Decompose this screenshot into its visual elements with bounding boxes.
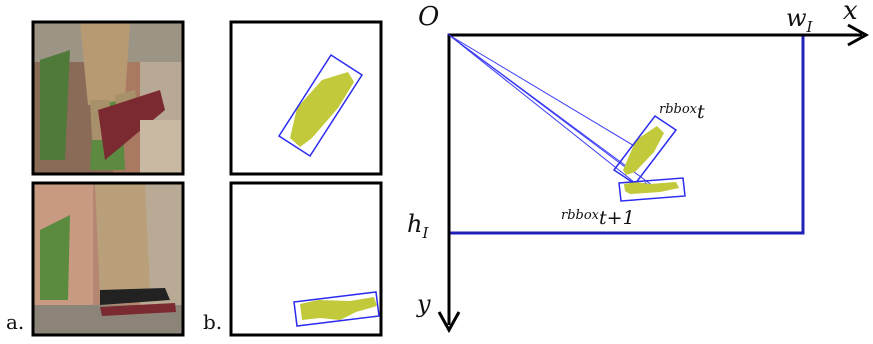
y-axis-arrow-icon [437,311,461,334]
panel-label-b: b. [203,310,223,334]
video-frame-top-border [31,20,185,176]
rbbox-t-outline [612,114,678,186]
video-frame-top [33,22,183,174]
mask-box-bottom [293,291,380,327]
panel-label-a: a. [6,310,25,334]
y-axis-label: y [417,290,431,318]
height-label: hI [407,210,429,242]
video-frame-bottom [33,183,183,335]
origin-label: O [418,2,440,32]
object-mask-t1 [624,182,679,194]
x-axis-label: x [843,0,858,26]
video-frame-bottom-border [31,181,185,337]
mask-box-top [277,53,364,158]
x-axis-arrow-icon [847,23,870,47]
mask-blob-bottom [300,297,377,320]
origin-rays [448,34,654,191]
rbbox-t1-outline [618,177,686,202]
mask-blob-top [290,72,354,147]
object-mask-t [623,126,664,175]
rbbox-t-label: rbboxt [659,101,705,123]
rbbox-t1-label: rbboxt+1 [561,207,635,229]
width-label: wI [786,4,813,36]
